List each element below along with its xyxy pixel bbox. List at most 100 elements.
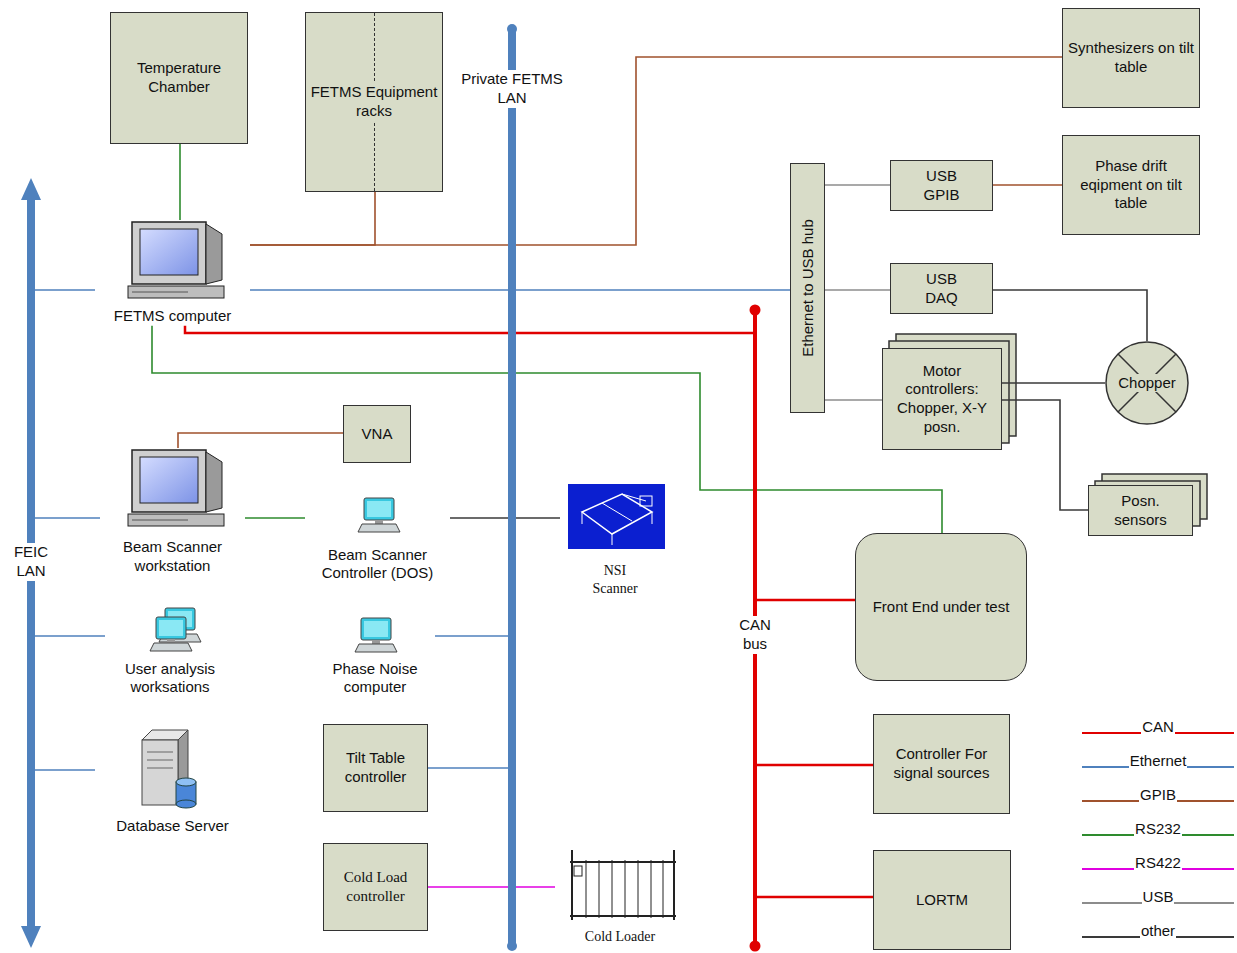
computer-node: Beam Scanner Controller (DOS)	[305, 495, 450, 583]
bus-end-dots	[507, 24, 761, 952]
cold-loader-picture	[612, 860, 613, 918]
computer-node: User analysis worksations	[105, 607, 235, 697]
bus-label: FEIC LAN	[9, 543, 53, 581]
connector	[435, 635, 508, 637]
instrument-box: VNA	[343, 405, 411, 463]
connector	[428, 767, 508, 769]
legend: CANEthernetGPIBRS232RS422USBother	[1078, 713, 1237, 951]
cold-loader-picture	[586, 860, 587, 918]
node-label: VNA	[362, 425, 393, 444]
legend-row: CAN	[1078, 718, 1237, 747]
server-icon	[147, 768, 173, 769]
server-icon	[176, 800, 196, 808]
node-label: FETMS Equipment racks	[310, 83, 438, 121]
interface-box: USB DAQ	[890, 263, 993, 315]
node-label: NSI Scanner	[583, 562, 647, 597]
connector	[35, 635, 105, 637]
nsi-scanner-picture	[652, 512, 653, 524]
connector	[185, 326, 753, 333]
connector	[757, 896, 873, 899]
computer-node: FETMS computer	[95, 220, 250, 326]
nsi-scanner-picture	[612, 534, 613, 545]
node-label: Cold Loader	[585, 928, 655, 946]
connector	[35, 289, 95, 291]
node-label: Ethernet to USB hub	[798, 219, 817, 357]
node-label: Chopper	[1116, 374, 1178, 393]
equipment-box: Phase drift eqipment on tilt table	[1062, 135, 1200, 235]
node-label: Phase Noise computer	[315, 660, 435, 698]
connector	[1002, 382, 1105, 384]
nsi-scanner-picture	[568, 484, 665, 549]
cold-loader-picture	[663, 860, 664, 918]
legend-label: GPIB	[1139, 786, 1177, 805]
can-bus: CAN bus	[753, 310, 757, 948]
controller-box: Controller For signal sources	[873, 714, 1010, 814]
controller-box: Cold Load controller	[323, 843, 428, 931]
computer-icon	[128, 450, 224, 526]
scanner-node: NSI Scanner	[560, 482, 670, 597]
workstation-icon	[358, 498, 400, 532]
nsi-scanner-picture	[582, 512, 583, 524]
equipment-box: LORTM	[873, 850, 1011, 950]
connector	[35, 769, 95, 771]
connector	[757, 764, 873, 767]
lan-bus: Private FETMS LAN	[508, 28, 516, 948]
bus-label: Private FETMS LAN	[457, 70, 567, 108]
chopper-outline	[1106, 342, 1188, 424]
device-under-test: Front End under test	[855, 533, 1027, 681]
legend-row: RS232	[1078, 820, 1237, 849]
cold-loader-picture	[570, 850, 676, 920]
connector	[450, 517, 560, 519]
nsi-scanner-picture	[582, 494, 652, 534]
legend-row: GPIB	[1078, 786, 1237, 815]
equipment-box: Temperature Chamber	[110, 12, 248, 144]
computer-icon	[128, 222, 224, 298]
node-label: FETMS computer	[114, 307, 232, 326]
nsi-scanner-picture	[568, 484, 665, 549]
interface-box: USB GPIB	[890, 160, 993, 212]
node-label: Phase drift eqipment on tilt table	[1067, 157, 1195, 213]
node-label: Beam Scanner Controller (DOS)	[305, 546, 450, 584]
server-icon	[176, 778, 196, 786]
legend-label: CAN	[1141, 718, 1175, 737]
lan-bus: FEIC LAN	[27, 198, 35, 928]
node-label: USB DAQ	[919, 270, 965, 308]
legend-row: Ethernet	[1078, 752, 1237, 781]
node-label: Posn. sensors	[1093, 492, 1188, 530]
cold-loader-picture	[571, 850, 573, 920]
node-label: Synthesizers on tilt table	[1067, 39, 1195, 77]
connector	[250, 289, 790, 291]
connector	[993, 184, 1062, 186]
node-label: Database Server	[116, 817, 229, 836]
connector	[825, 289, 890, 291]
controller-box: Tilt Table controller	[323, 724, 428, 812]
server-icon	[147, 752, 173, 753]
bus-label: CAN bus	[734, 616, 776, 654]
hub-box: Ethernet to USB hub	[790, 163, 825, 413]
node-label: Motor controllers: Chopper, X-Y posn.	[887, 362, 997, 437]
node-label: Tilt Table controller	[328, 749, 423, 787]
cold-loader-picture	[651, 860, 652, 918]
connector	[825, 184, 890, 186]
node-label: Beam Scanner workstation	[100, 538, 245, 576]
server-icon	[142, 730, 196, 808]
node-label: Temperature Chamber	[115, 59, 243, 97]
legend-label: other	[1140, 922, 1176, 941]
cold-loader-picture	[574, 866, 582, 876]
controller-box: Motor controllers: Chopper, X-Y posn.	[882, 348, 1002, 450]
legend-label: USB	[1142, 888, 1175, 907]
legend-row: other	[1078, 922, 1237, 951]
equipment-box: Synthesizers on tilt table	[1062, 8, 1200, 108]
connector	[245, 517, 305, 519]
cold-loader-picture	[638, 860, 639, 918]
connector	[1002, 400, 1088, 510]
connector	[993, 290, 1147, 341]
cold-loader-picture	[673, 850, 675, 920]
connector	[178, 433, 343, 448]
connector	[825, 399, 882, 401]
legend-label: RS232	[1134, 820, 1182, 839]
connector	[35, 517, 100, 519]
computer-node: Phase Noise computer	[315, 615, 435, 697]
